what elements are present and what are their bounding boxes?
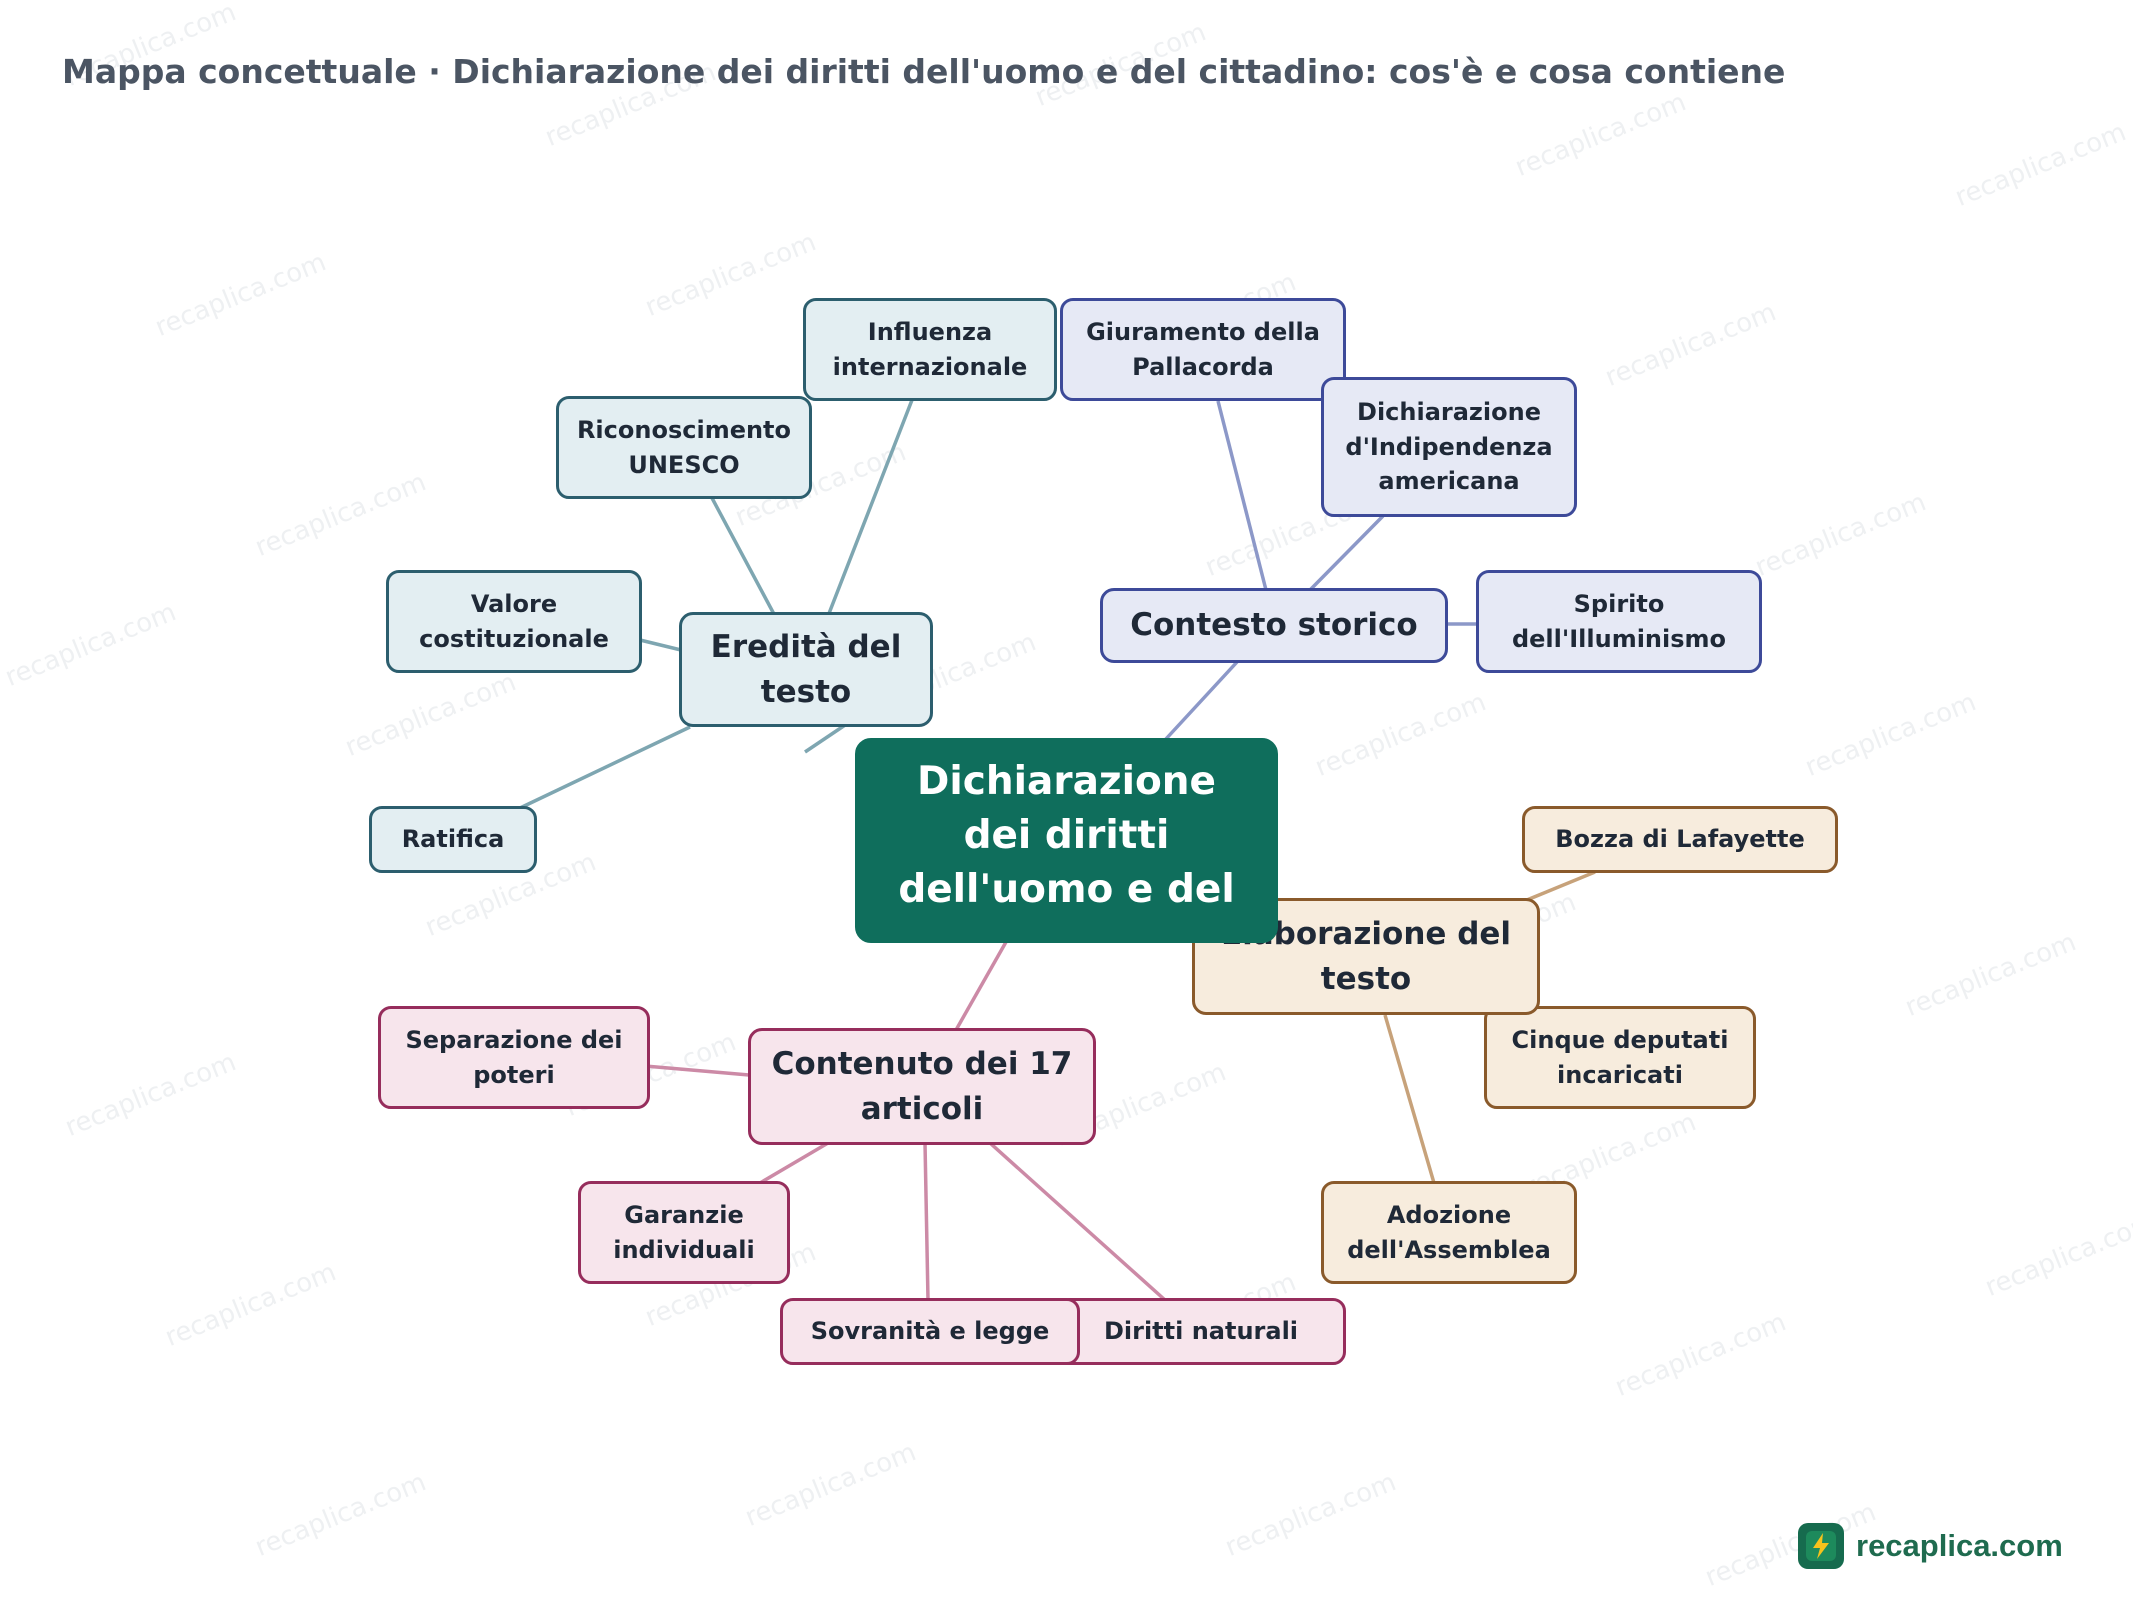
node-giuramento-pallacorda[interactable]: Giuramento della Pallacorda <box>1060 298 1346 401</box>
brand-logo[interactable]: recaplica.com <box>1798 1523 2063 1569</box>
connector-root-contenuto <box>954 941 1008 1031</box>
node-spirito-illuminismo[interactable]: Spirito dell'Illuminismo <box>1476 570 1762 673</box>
connector-elaborazione-lafayette <box>1521 870 1596 904</box>
root-node[interactable]: Dichiarazione dei diritti dell'uomo e de… <box>855 738 1278 943</box>
branch-contenuto-17-articoli[interactable]: Contenuto dei 17 articoli <box>748 1028 1096 1145</box>
connector-contenuto-separazione <box>644 1064 750 1077</box>
connector-root-contesto <box>1163 660 1239 742</box>
node-riconoscimento-unesco[interactable]: Riconoscimento UNESCO <box>556 396 812 499</box>
node-cinque-deputati[interactable]: Cinque deputati incaricati <box>1484 1006 1756 1109</box>
lightning-icon <box>1798 1523 1844 1569</box>
connector-contesto-indipendenza <box>1308 514 1385 592</box>
connector-eredita-ratifica <box>519 725 691 810</box>
node-sovranita-legge[interactable]: Sovranità e legge <box>780 1298 1080 1365</box>
connector-contenuto-diritti <box>988 1141 1167 1302</box>
node-separazione-poteri[interactable]: Separazione dei poteri <box>378 1006 650 1109</box>
logo-text: recaplica.com <box>1856 1528 2063 1563</box>
connector-contenuto-garanzie <box>759 1141 829 1185</box>
connector-eredita-influenza <box>826 399 914 617</box>
connector-contenuto-sovranita <box>923 1142 930 1301</box>
node-diritti-naturali[interactable]: Diritti naturali <box>1056 1298 1346 1365</box>
node-garanzie-individuali[interactable]: Garanzie individuali <box>578 1181 790 1284</box>
node-influenza-internazionale[interactable]: Influenza internazionale <box>803 298 1057 401</box>
node-valore-costituzionale[interactable]: Valore costituzionale <box>386 570 642 673</box>
page-title: Mappa concettuale · Dichiarazione dei di… <box>62 52 1786 91</box>
branch-contesto-storico[interactable]: Contesto storico <box>1100 588 1448 663</box>
connector-eredita-valore <box>639 638 682 652</box>
connector-eredita-unesco <box>710 497 777 617</box>
node-dichiarazione-indipendenza[interactable]: Dichiarazione d'Indipendenza americana <box>1321 377 1577 517</box>
node-bozza-lafayette[interactable]: Bozza di Lafayette <box>1522 806 1838 873</box>
connector-elaborazione-adozione <box>1383 1014 1436 1184</box>
connector-contesto-pallacorda <box>1216 400 1268 591</box>
branch-eredita-del-testo[interactable]: Eredità del testo <box>679 612 933 727</box>
node-ratifica[interactable]: Ratifica <box>369 806 537 873</box>
node-adozione-assemblea[interactable]: Adozione dell'Assemblea <box>1321 1181 1577 1284</box>
